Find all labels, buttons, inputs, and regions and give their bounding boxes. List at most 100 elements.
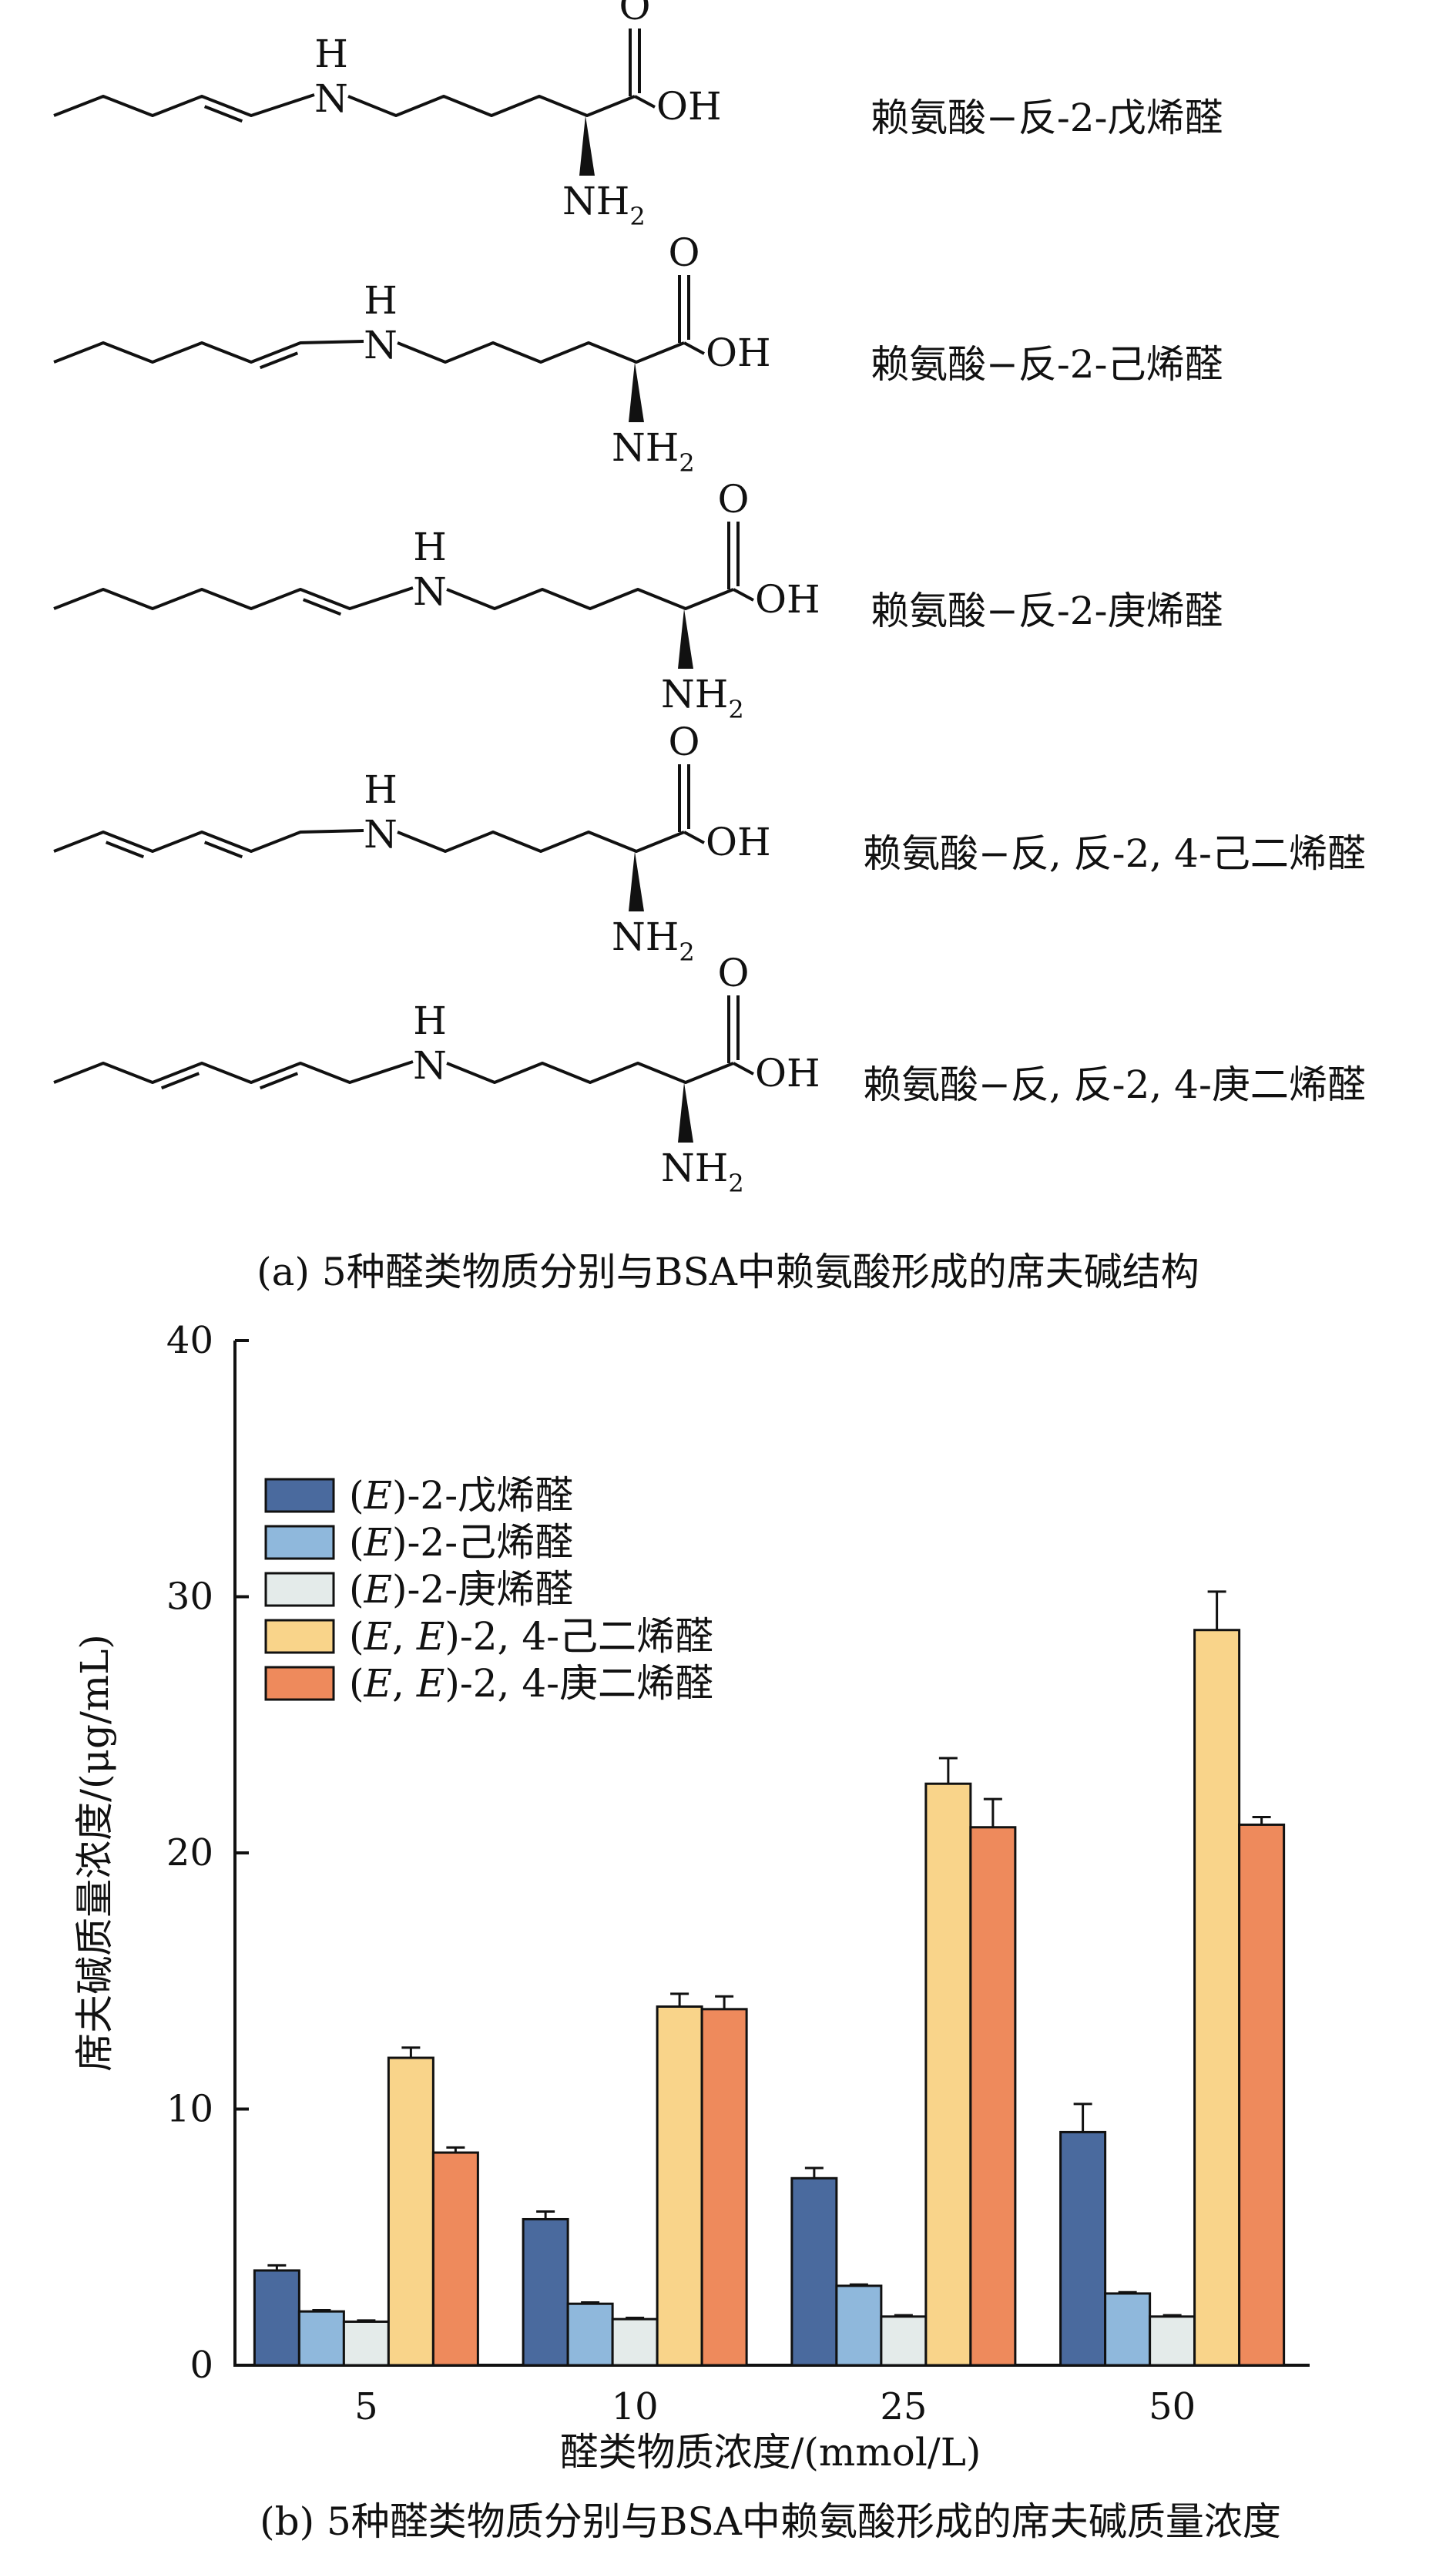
double-bond: [259, 1072, 299, 1090]
legend-label: (E)-2-己烯醛: [349, 1520, 573, 1565]
compound-name: 赖氨酸−反-2-戊烯醛: [871, 96, 1223, 140]
bar: [969, 1826, 1017, 2367]
atom-n: N: [413, 1043, 447, 1088]
atom-n: N: [364, 323, 398, 367]
subscript-2: 2: [629, 202, 645, 231]
bar: [253, 2269, 300, 2367]
x-axis-label: 醛类物质浓度/(mmol/L): [560, 2430, 981, 2475]
lysine-chain: [446, 588, 734, 610]
bar: [880, 2315, 928, 2367]
x-tick-label: 25: [880, 2385, 927, 2428]
legend-label: (E, E)-2, 4-庚二烯醛: [349, 1661, 713, 1706]
atom-h: H: [364, 278, 398, 323]
bar: [522, 2217, 569, 2367]
atom-h: H: [364, 767, 398, 812]
bar: [1238, 1823, 1286, 2367]
bar: [924, 1782, 972, 2367]
hydroxyl-bond: [683, 341, 705, 355]
amino-group: NH2: [562, 179, 646, 231]
x-tick-label: 10: [612, 2385, 659, 2428]
stereo-wedge: [678, 1082, 693, 1143]
hydroxyl-bond: [733, 1062, 754, 1076]
alkyl-chain: [53, 340, 364, 364]
legend-swatch: [264, 1572, 335, 1607]
y-axis-label: 席夫碱质量浓度/(μg/mL): [72, 1634, 117, 2072]
y-tick-label: 20: [166, 1831, 213, 1874]
bar: [431, 2151, 479, 2367]
atom-n: N: [364, 812, 398, 857]
hydroxyl-bond: [634, 95, 656, 109]
atom-o: O: [718, 477, 750, 522]
bar: [611, 2317, 659, 2367]
stereo-wedge: [629, 851, 644, 911]
bar: [566, 2302, 614, 2367]
double-bond: [160, 1072, 200, 1090]
atom-n: N: [413, 569, 447, 614]
y-ticks-group: 0 10 20 30 40: [166, 1319, 249, 2387]
amino-group: NH2: [661, 1146, 744, 1198]
y-tick-label: 30: [166, 1576, 213, 1619]
hydroxyl-group: OH: [706, 820, 771, 864]
lysine-chain: [446, 1062, 734, 1084]
bar: [835, 2284, 883, 2367]
legend-label: (E)-2-戊烯醛: [349, 1473, 573, 1518]
bar: [656, 2005, 703, 2367]
lysine-chain: [397, 831, 685, 853]
double-bond: [203, 841, 243, 859]
bar: [342, 2320, 390, 2367]
atom-n: N: [314, 76, 348, 121]
double-bond: [259, 351, 299, 370]
double-bond: [105, 841, 145, 859]
bar: [790, 2176, 838, 2367]
legend-label: (E, E)-2, 4-己二烯醛: [349, 1614, 713, 1659]
legend-swatch: [264, 1478, 335, 1513]
alkyl-chain: [53, 93, 315, 117]
bar: [1193, 1629, 1241, 2367]
stereo-wedge: [579, 116, 595, 176]
subscript-2: 2: [679, 938, 694, 967]
atom-o: O: [619, 0, 651, 29]
legend-swatch: [264, 1666, 335, 1701]
atom-o: O: [669, 720, 700, 764]
double-bond: [203, 105, 243, 123]
amino-group: NH2: [661, 672, 744, 724]
compound-name: 赖氨酸−反, 反-2, 4-庚二烯醛: [863, 1062, 1366, 1107]
bar: [1104, 2292, 1152, 2367]
hydroxyl-bond: [683, 831, 705, 844]
y-tick-label: 0: [190, 2344, 213, 2387]
x-tick-label: 5: [354, 2385, 378, 2428]
legend-swatch: [264, 1525, 335, 1560]
compound-name: 赖氨酸−反-2-己烯醛: [871, 342, 1223, 387]
hydroxyl-bond: [733, 588, 754, 602]
chart-legend: (E)-2-戊烯醛(E)-2-己烯醛(E)-2-庚烯醛(E, E)-2, 4-己…: [264, 1473, 713, 1706]
legend-label: (E)-2-庚烯醛: [349, 1567, 573, 1612]
amino-group: NH2: [612, 425, 695, 478]
atom-h: H: [413, 998, 447, 1043]
alkyl-chain: [53, 586, 414, 610]
bar: [297, 2310, 345, 2367]
subscript-2: 2: [728, 695, 743, 724]
y-tick-label: 10: [166, 2088, 213, 2131]
atom-h: H: [413, 525, 447, 569]
bar: [700, 2008, 748, 2367]
compound-name: 赖氨酸−反-2-庚烯醛: [871, 589, 1223, 633]
hydroxyl-group: OH: [656, 84, 722, 129]
hydroxyl-group: OH: [755, 1051, 820, 1096]
bar: [387, 2056, 434, 2367]
atom-o: O: [669, 230, 700, 275]
stereo-wedge: [678, 609, 693, 669]
y-tick-label: 40: [166, 1319, 213, 1362]
double-bond: [302, 598, 342, 616]
alkyl-chain: [53, 1060, 414, 1084]
subscript-2: 2: [728, 1169, 743, 1198]
bar: [1149, 2315, 1196, 2367]
panel-b-caption: (b) 5种醛类物质分别与BSA中赖氨酸形成的席夫碱质量浓度: [260, 2499, 1281, 2544]
